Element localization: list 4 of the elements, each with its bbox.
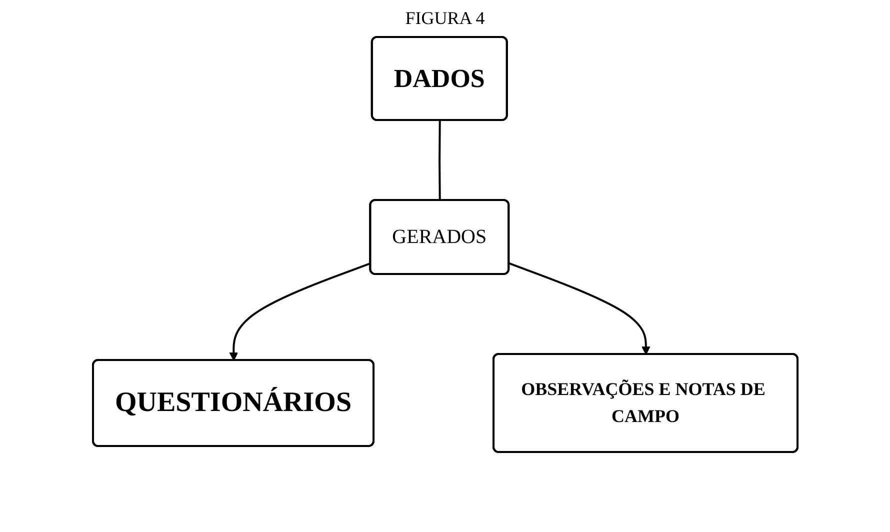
arrow xyxy=(508,262,650,355)
connector xyxy=(438,120,441,201)
arrow xyxy=(229,262,371,361)
figure-title: FIGURA 4 xyxy=(404,8,486,29)
